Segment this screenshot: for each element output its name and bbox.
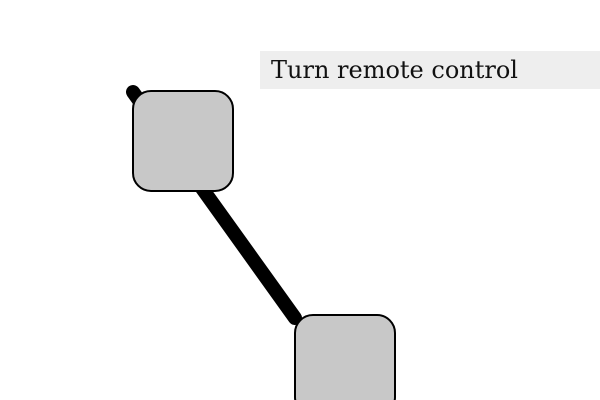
control-square-top[interactable] xyxy=(132,90,234,192)
instruction-text: Turn remote control xyxy=(271,56,518,84)
control-square-bottom[interactable] xyxy=(294,314,396,400)
rotation-pivot-handle[interactable] xyxy=(127,86,139,98)
instruction-bar: Turn remote control xyxy=(260,51,600,89)
